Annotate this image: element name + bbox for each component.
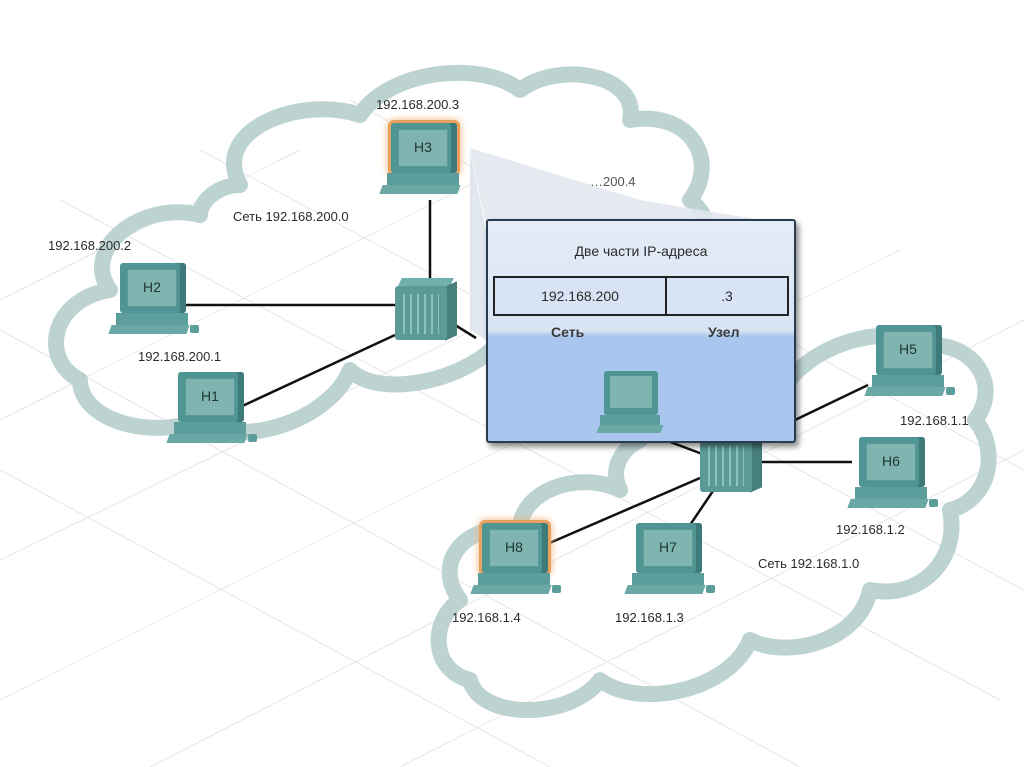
mouse-icon <box>552 585 561 593</box>
host-name: H5 <box>899 341 917 357</box>
host-name: H3 <box>414 139 432 155</box>
host-name: H6 <box>882 453 900 469</box>
host-name: H7 <box>659 539 677 555</box>
monitor-icon: H3 <box>391 123 457 173</box>
network-label-1: Сеть 192.168.1.0 <box>758 556 860 571</box>
host-h1[interactable]: H1 <box>166 372 262 462</box>
host-part-caption: Узел <box>708 324 740 340</box>
mouse-icon <box>706 585 715 593</box>
mouse-icon <box>190 325 199 333</box>
switch-icon <box>403 294 439 334</box>
host-h8[interactable]: H8 <box>470 523 566 613</box>
host-ip-h5: 192.168.1.1 <box>900 413 969 428</box>
monitor-icon: H7 <box>636 523 702 573</box>
switch-icon <box>708 446 744 486</box>
monitor-icon: H5 <box>876 325 942 375</box>
host-name: H8 <box>505 539 523 555</box>
host-name: H1 <box>201 388 219 404</box>
keyboard-icon <box>624 585 706 594</box>
link-sw2-h8 <box>544 476 701 547</box>
keyboard-icon <box>470 585 552 594</box>
link-sw2-h7 <box>688 487 717 526</box>
host-h2[interactable]: H2 <box>108 263 204 353</box>
popup-callout-beam <box>470 148 792 225</box>
keyboard-icon <box>847 499 929 508</box>
ip-address-split: 192.168.200 .3 <box>493 276 789 316</box>
switch-sw2[interactable] <box>700 430 762 493</box>
host-part-cell: .3 <box>721 288 733 304</box>
ip-parts-callout: Две части IP-адреса 192.168.200 .3 Сеть … <box>486 219 796 443</box>
host-h6[interactable]: H6 <box>847 437 943 527</box>
monitor-icon: H1 <box>178 372 244 422</box>
network-label-200: Сеть 192.168.200.0 <box>233 209 349 224</box>
link-sw2-h5 <box>794 383 869 422</box>
host-ip-h4-partial: …200.4 <box>590 174 636 189</box>
host-h3[interactable]: H3 <box>379 123 475 213</box>
mouse-icon <box>946 387 955 395</box>
keyboard-icon <box>166 434 248 443</box>
host-ip-h7: 192.168.1.3 <box>615 610 684 625</box>
mouse-icon <box>929 499 938 507</box>
monitor-icon: H6 <box>859 437 925 487</box>
mouse-icon <box>248 434 257 442</box>
host-ip-h6: 192.168.1.2 <box>836 522 905 537</box>
host-ip-h2: 192.168.200.2 <box>48 238 132 253</box>
host-h5[interactable]: H5 <box>864 325 960 415</box>
host-h7[interactable]: H7 <box>624 523 720 613</box>
switch-sw1[interactable] <box>395 278 457 341</box>
host-name: H2 <box>143 279 161 295</box>
keyboard-icon <box>864 387 946 396</box>
callout-title: Две части IP-адреса <box>574 243 708 259</box>
network-part-caption: Сеть <box>551 324 585 340</box>
host-ip-h3: 192.168.200.3 <box>376 97 460 112</box>
keyboard-icon <box>379 185 461 194</box>
host-ip-h1: 192.168.200.1 <box>138 349 222 364</box>
link-sw1-h1 <box>237 333 396 410</box>
link-sw1-h4 <box>454 323 477 340</box>
popup-callout-wedge <box>470 150 486 340</box>
keyboard-icon <box>108 325 190 334</box>
network-part-cell: 192.168.200 <box>495 278 667 314</box>
monitor-icon: H8 <box>482 523 548 573</box>
links <box>183 200 869 547</box>
monitor-icon: H2 <box>120 263 186 313</box>
host-ip-h8: 192.168.1.4 <box>452 610 521 625</box>
